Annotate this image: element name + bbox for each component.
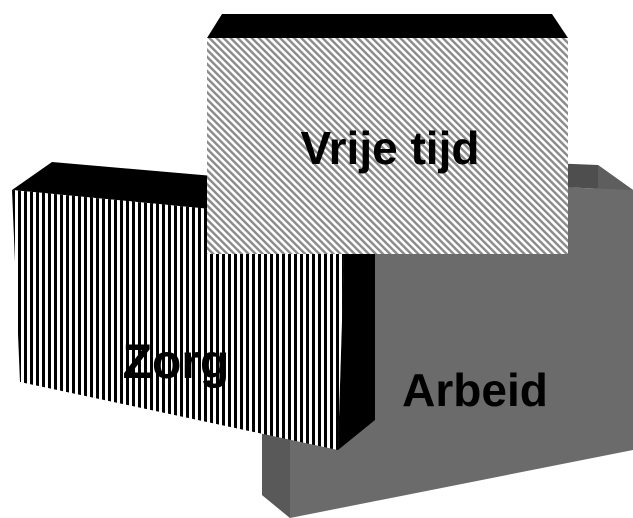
vrije-tijd-label: Vrije tijd [301, 122, 480, 174]
vrije-tijd-block-top [207, 14, 568, 38]
vrije-tijd-block-front-face [207, 38, 568, 254]
zorg-label: Zorg [123, 336, 230, 389]
vrije-tijd-block: Vrije tijd [207, 14, 568, 254]
zorg-block-front-face [12, 190, 345, 450]
zorg-block-right-face [338, 190, 375, 450]
arbeid-label: Arbeid [402, 364, 548, 416]
